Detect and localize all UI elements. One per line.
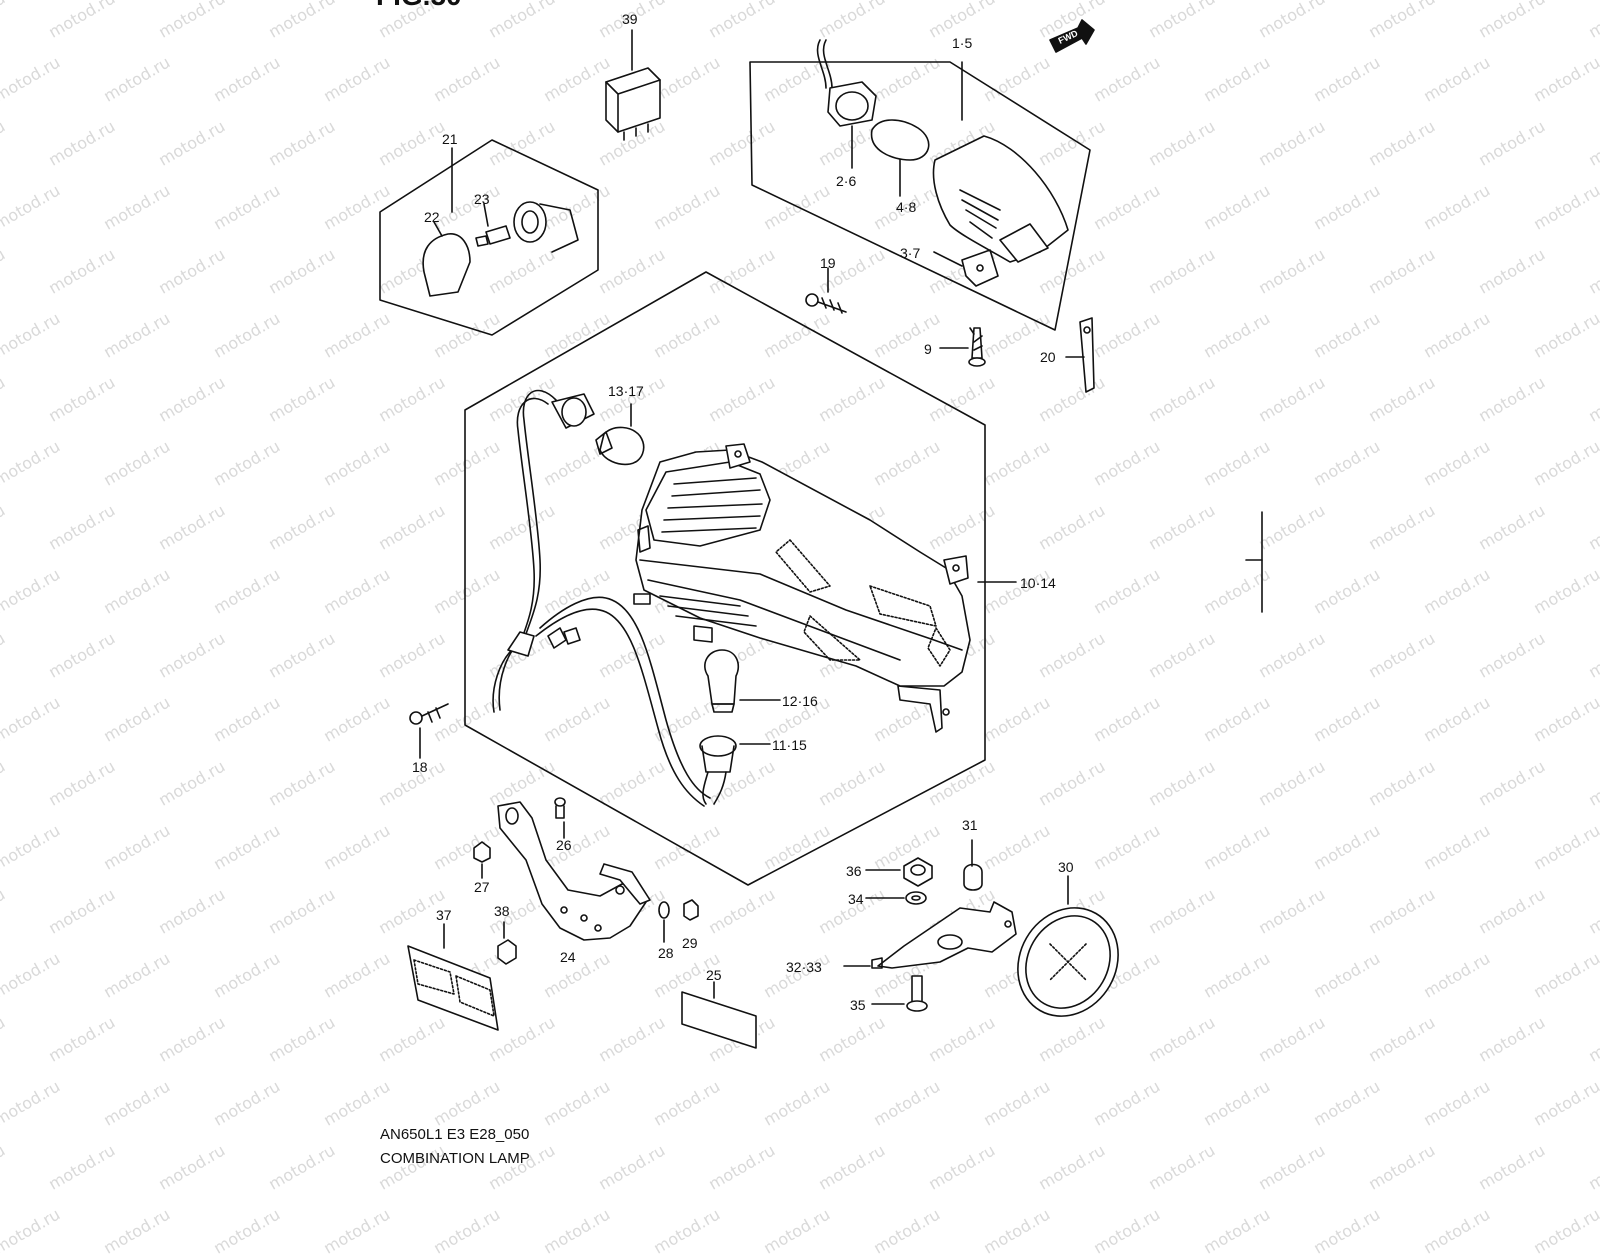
watermark-text: motod.ru (1530, 1204, 1600, 1258)
nut-38 (497, 939, 517, 965)
reflector-30 (1017, 907, 1119, 1017)
watermark-text: motod.ru (1420, 1204, 1494, 1258)
watermark-text: motod.ru (0, 1204, 64, 1258)
label-plate-25 (681, 991, 757, 1049)
callout-4-8: 4·8 (896, 199, 917, 215)
watermark-text: motod.ru (1310, 1204, 1384, 1258)
turn-signal-lamp (816, 39, 1069, 263)
callout-13-17: 13·17 (608, 383, 644, 399)
figure-title: FIG.50 (376, 0, 462, 12)
callout-36: 36 (846, 863, 862, 879)
bracket-24 (497, 801, 651, 941)
clamp-20 (1079, 317, 1095, 393)
callout-37: 37 (436, 907, 452, 923)
callout-24: 24 (560, 949, 576, 965)
callout-27: 27 (474, 879, 490, 895)
frame-turn-signal (749, 61, 1091, 331)
socket-wire-13 (516, 389, 595, 651)
watermark-text: motod.ru (870, 1204, 944, 1258)
callout-22: 22 (424, 209, 440, 225)
fwd-arrow-icon: FWD (1049, 19, 1095, 53)
bulb-12-16 (704, 649, 740, 713)
watermark-text: motod.ru (540, 1204, 614, 1258)
callout-11-15: 11·15 (772, 737, 807, 753)
watermark-text: motod.ru (1090, 1204, 1164, 1258)
callout-31: 31 (962, 817, 978, 833)
watermark-text: motod.ru (980, 1204, 1054, 1258)
callout-23: 23 (474, 191, 490, 207)
combination-lamp-housing (633, 443, 971, 733)
callout-3-7: 3·7 (900, 245, 921, 261)
callout-25: 25 (706, 967, 722, 983)
screw-18 (409, 703, 449, 725)
washer-34 (905, 891, 927, 905)
callout-9: 9 (924, 341, 932, 357)
nut-27 (473, 841, 491, 863)
nut-29 (683, 899, 699, 921)
bolt-35 (906, 975, 928, 1012)
bulb-13-17 (595, 426, 645, 466)
callout-29: 29 (682, 935, 698, 951)
callout-19: 19 (820, 255, 836, 271)
grommet-31 (963, 863, 983, 891)
callout-30: 30 (1058, 859, 1074, 875)
watermark-text: motod.ru (760, 1204, 834, 1258)
callout-38: 38 (494, 903, 510, 919)
washer-28 (658, 901, 670, 919)
figure-code: AN650L1 E3 E28_050 (380, 1126, 530, 1143)
bulb-22 (422, 233, 471, 297)
wire-harness (492, 596, 711, 807)
screw-9 (968, 327, 986, 367)
callout-39: 39 (622, 11, 638, 27)
callout-20: 20 (1040, 349, 1056, 365)
callout-21: 21 (442, 131, 458, 147)
bracket-3-7 (961, 249, 999, 287)
frame-relay-bulb (379, 139, 599, 336)
callout-18: 18 (412, 759, 428, 775)
callout-1-5: 1·5 (952, 35, 973, 51)
watermark-text: motod.ru (430, 1204, 504, 1258)
bracket-32-33 (871, 901, 1017, 969)
callout-28: 28 (658, 945, 674, 961)
callout-12-16: 12·16 (782, 693, 818, 709)
nut-36 (903, 857, 933, 887)
watermark-text: motod.ru (210, 1204, 284, 1258)
figure-name: COMBINATION LAMP (380, 1150, 530, 1167)
callout-34: 34 (848, 891, 864, 907)
watermark-text: motod.ru (320, 1204, 394, 1258)
watermark-text: motod.ru (1200, 1204, 1274, 1258)
bolt-26 (554, 797, 566, 819)
relay-39 (605, 67, 661, 141)
watermark-text: motod.ru (100, 1204, 174, 1258)
callout-10-14: 10·14 (1020, 575, 1056, 591)
callout-2-6: 2·6 (836, 173, 857, 189)
callout-35: 35 (850, 997, 866, 1013)
callout-26: 26 (556, 837, 572, 853)
socket-21 (513, 201, 579, 253)
reflector-37 (407, 945, 499, 1031)
frame-combination-lamp (464, 271, 986, 886)
bulb-23 (475, 225, 511, 247)
callout-32-33: 32·33 (786, 959, 822, 975)
socket-11-15 (699, 735, 737, 805)
watermark-text: motod.ru (650, 1204, 724, 1258)
parts-diagram: FWD (379, 19, 1263, 1049)
screw-19 (805, 293, 847, 314)
